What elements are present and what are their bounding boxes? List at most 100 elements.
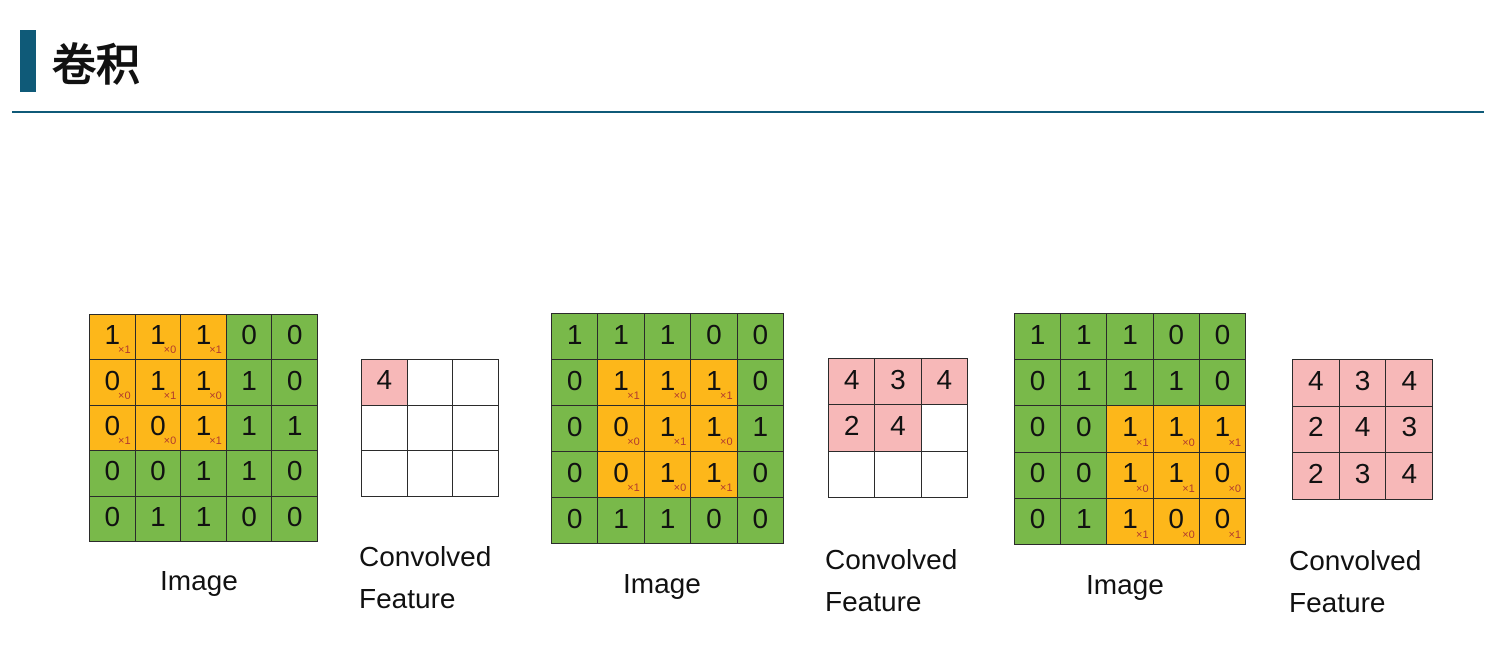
image-cell: 0 (1060, 451, 1108, 499)
image-cell: 0 (271, 450, 318, 497)
image-cell: 1×1 (690, 359, 738, 406)
image-cell-value: 1 (241, 455, 257, 487)
image-cell: 1×0 (1152, 405, 1200, 453)
kernel-weight: ×1 (209, 435, 222, 448)
feature-label-line1: Convolved (1289, 545, 1422, 576)
image-cell-value: 1 (1122, 364, 1138, 396)
feature-cell-value: 4 (1354, 411, 1371, 443)
feature-cell: 3 (1338, 359, 1387, 407)
image-cell-value: 0 (613, 410, 629, 442)
image-cell-value: 0 (286, 500, 303, 532)
image-cell: 0 (1014, 497, 1062, 545)
image-cell: 1 (597, 313, 645, 360)
image-cell: 1×0 (643, 359, 692, 406)
image-cell-value: 0 (1214, 503, 1231, 535)
feature-cell-value: 2 (1308, 457, 1324, 489)
kernel-weight: ×0 (163, 435, 177, 448)
kernel-weight: ×0 (118, 389, 131, 402)
image-cell: 0 (225, 495, 273, 542)
image-cell: 0 (736, 451, 784, 498)
feature-cell (828, 450, 876, 498)
image-cell-value: 0 (1029, 457, 1046, 489)
kernel-weight: ×0 (1228, 482, 1241, 495)
image-cell-value: 0 (752, 502, 769, 534)
image-cell: 0×1 (1198, 497, 1246, 545)
image-cell-value: 0 (1168, 318, 1184, 350)
feature-cell: 4 (920, 358, 968, 406)
image-cell-value: 1 (752, 410, 769, 442)
image-cell: 0 (1060, 405, 1108, 453)
image-cell: 0 (551, 359, 599, 406)
image-cell-value: 1 (659, 456, 676, 488)
image-cell: 0 (1152, 313, 1200, 361)
image-cell-value: 0 (1029, 503, 1046, 535)
feature-cell: 2 (1292, 452, 1340, 500)
image-cell: 1×0 (180, 359, 227, 406)
image-cell: 0 (134, 450, 182, 497)
kernel-weight: ×1 (1136, 528, 1149, 541)
image-cell-value: 0 (613, 456, 629, 488)
image-cell: 0 (551, 451, 599, 498)
feature-cell (406, 450, 454, 498)
image-cell-value: 1 (1075, 318, 1092, 350)
feature-cell-value: 4 (1401, 457, 1418, 489)
feature-cell: 4 (828, 358, 876, 406)
image-cell-value: 0 (1029, 410, 1046, 442)
image-cell: 1×1 (1106, 497, 1154, 545)
kernel-weight: ×0 (673, 390, 687, 402)
image-cell: 1×1 (180, 404, 227, 452)
image-cell-value: 0 (1214, 364, 1231, 396)
image-cell: 1 (134, 495, 182, 542)
feature-cell-value: 2 (843, 409, 860, 441)
image-cell-value: 0 (104, 455, 121, 487)
image-cell-value: 1 (659, 502, 676, 534)
image-cell: 1 (1152, 359, 1200, 407)
image-cell-value: 1 (1075, 364, 1092, 396)
kernel-weight: ×1 (209, 344, 222, 357)
image-cell-value: 1 (286, 409, 303, 441)
image-cell: 1×1 (1152, 451, 1200, 499)
feature-cell: 3 (1385, 405, 1434, 454)
image-cell-value: 0 (104, 409, 121, 441)
image-cell: 0 (736, 313, 784, 360)
kernel-weight: ×1 (1228, 436, 1241, 449)
image-cell-value: 1 (195, 455, 212, 487)
image-cell: 1×1 (1198, 405, 1246, 453)
image-cell-value: 1 (706, 364, 722, 396)
image-cell-value: 0 (104, 500, 121, 532)
image-cell: 1 (736, 405, 784, 452)
image-cell-value: 0 (1075, 410, 1092, 442)
kernel-weight: ×1 (720, 390, 733, 402)
image-cell-value: 1 (613, 364, 629, 396)
image-cell-value: 1 (706, 410, 722, 442)
image-cell: 0 (690, 497, 738, 544)
image-cell: 0 (1198, 313, 1246, 361)
image-cell-value: 0 (286, 364, 303, 396)
feature-cell: 3 (874, 358, 922, 406)
image-cell: 1 (1060, 359, 1108, 407)
image-cell: 0×1 (597, 451, 645, 498)
feature-cell (452, 450, 500, 498)
image-cell-value: 1 (659, 318, 676, 350)
kernel-weight: ×0 (1182, 528, 1195, 541)
image-cell: 1×1 (643, 405, 692, 452)
image-cell: 1 (1060, 497, 1108, 545)
feature-cell-value: 3 (1354, 364, 1371, 396)
image-cell-value: 1 (1122, 318, 1138, 350)
feature-label-line2: Feature (359, 583, 456, 614)
image-label: Image (160, 565, 238, 596)
kernel-weight: ×0 (673, 482, 687, 494)
image-cell: 0×0 (1198, 451, 1246, 499)
image-cell: 1 (643, 313, 692, 360)
image-cell-value: 0 (1029, 364, 1046, 396)
image-cell-value: 0 (752, 364, 769, 396)
image-cell-value: 1 (195, 319, 212, 351)
image-cell-value: 0 (1168, 503, 1184, 535)
kernel-weight: ×1 (627, 482, 640, 494)
image-cell-value: 0 (286, 319, 303, 351)
image-cell: 0 (1014, 451, 1062, 499)
image-cell-value: 0 (566, 502, 583, 534)
image-cell-value: 0 (241, 319, 257, 351)
